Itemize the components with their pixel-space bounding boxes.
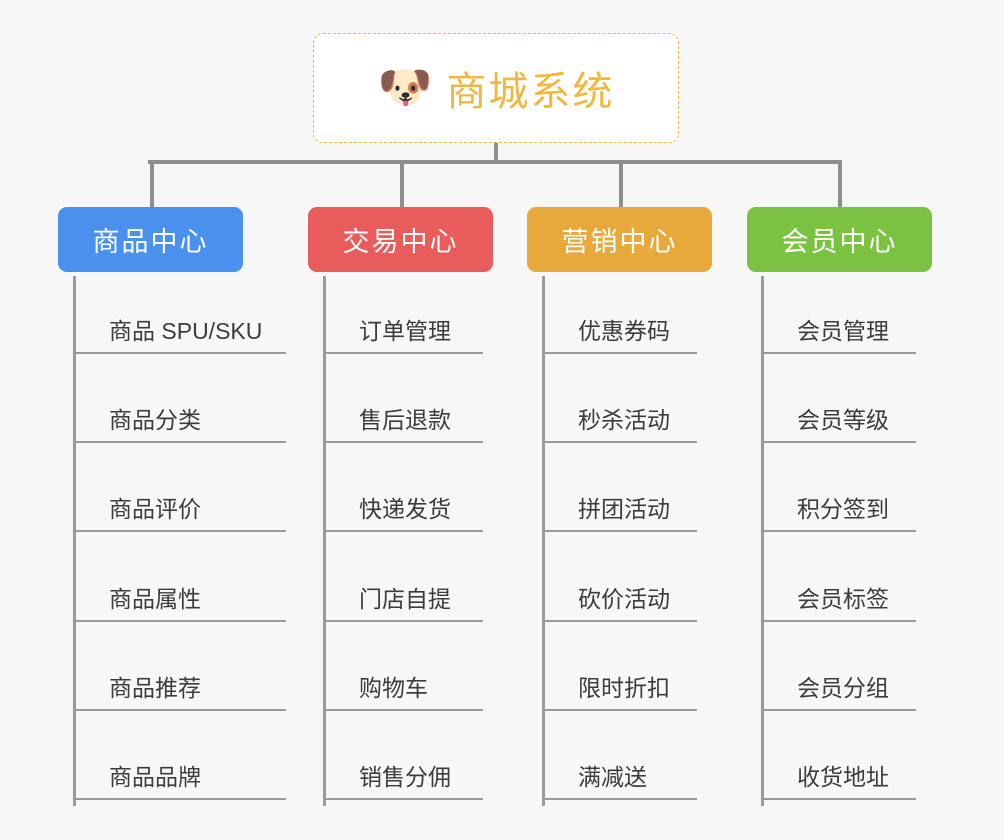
root-node-title: 商城系统: [446, 70, 615, 114]
connector-trunk-member-center: [761, 276, 764, 806]
leaf-underline: [761, 530, 916, 532]
leaf-item-label: 会员等级: [797, 407, 889, 433]
branch-header-member-center[interactable]: 会员中心: [747, 207, 932, 272]
leaf-item-label: 商品 SPU/SKU: [109, 318, 263, 344]
leaf-underline: [73, 620, 286, 622]
shiba-dog-face-icon: 🐶: [377, 63, 433, 112]
branch-header-label: 营销中心: [561, 227, 678, 257]
leaf-underline: [542, 530, 697, 532]
leaf-item-label: 会员管理: [797, 318, 889, 344]
leaf-underline: [542, 798, 697, 800]
branch-header-label: 交易中心: [342, 227, 459, 257]
leaf-underline: [323, 530, 483, 532]
leaf-item-label: 限时折扣: [578, 675, 670, 701]
leaf-item-label: 商品推荐: [109, 675, 201, 701]
leaf-underline: [73, 709, 286, 711]
leaf-item-label: 订单管理: [359, 318, 451, 344]
leaf-underline: [323, 798, 483, 800]
leaf-underline: [542, 620, 697, 622]
leaf-underline: [323, 352, 483, 354]
leaf-underline: [323, 620, 483, 622]
leaf-item-label: 收货地址: [797, 764, 889, 790]
leaf-underline: [73, 798, 286, 800]
leaf-item-label: 会员分组: [797, 675, 889, 701]
leaf-underline: [542, 352, 697, 354]
leaf-item-label: 拼团活动: [578, 496, 670, 522]
leaf-item-label: 销售分佣: [359, 764, 451, 790]
leaf-underline: [761, 620, 916, 622]
leaf-underline: [73, 352, 286, 354]
connector-drop-member-center: [838, 160, 842, 207]
connector-trunk-product-center: [73, 276, 76, 806]
branch-header-trade-center[interactable]: 交易中心: [308, 207, 493, 272]
leaf-item-label: 商品属性: [109, 586, 201, 612]
leaf-item-label: 会员标签: [797, 586, 889, 612]
connector-trunk-trade-center: [323, 276, 326, 806]
leaf-item-label: 快递发货: [359, 496, 451, 522]
branch-header-product-center[interactable]: 商品中心: [58, 207, 243, 272]
leaf-item-label: 门店自提: [359, 586, 451, 612]
leaf-underline: [542, 441, 697, 443]
leaf-underline: [323, 709, 483, 711]
leaf-underline: [73, 441, 286, 443]
leaf-item-label: 售后退款: [359, 407, 451, 433]
leaf-underline: [542, 709, 697, 711]
leaf-underline: [761, 798, 916, 800]
root-node-shop-system[interactable]: 🐶 商城系统: [313, 33, 679, 143]
leaf-item-label: 商品分类: [109, 407, 201, 433]
leaf-item-label: 满减送: [578, 764, 647, 790]
connector-horizontal-bus: [148, 160, 838, 164]
leaf-item-label: 优惠券码: [578, 318, 670, 344]
branch-header-marketing-center[interactable]: 营销中心: [527, 207, 712, 272]
leaf-item-label: 砍价活动: [578, 586, 670, 612]
leaf-item-label: 购物车: [359, 675, 428, 701]
branch-header-label: 商品中心: [92, 227, 209, 257]
leaf-item-label: 积分签到: [797, 496, 889, 522]
connector-drop-marketing-center: [619, 160, 623, 207]
leaf-underline: [761, 709, 916, 711]
leaf-underline: [761, 352, 916, 354]
connector-root-stem: [494, 143, 498, 163]
connector-trunk-marketing-center: [542, 276, 545, 806]
leaf-underline: [761, 441, 916, 443]
leaf-item-label: 商品评价: [109, 496, 201, 522]
branch-header-label: 会员中心: [781, 227, 898, 257]
connector-drop-product-center: [150, 160, 154, 207]
leaf-item-label: 商品品牌: [109, 764, 201, 790]
leaf-underline: [73, 530, 286, 532]
connector-drop-trade-center: [400, 160, 404, 207]
leaf-underline: [323, 441, 483, 443]
leaf-item-label: 秒杀活动: [578, 407, 670, 433]
